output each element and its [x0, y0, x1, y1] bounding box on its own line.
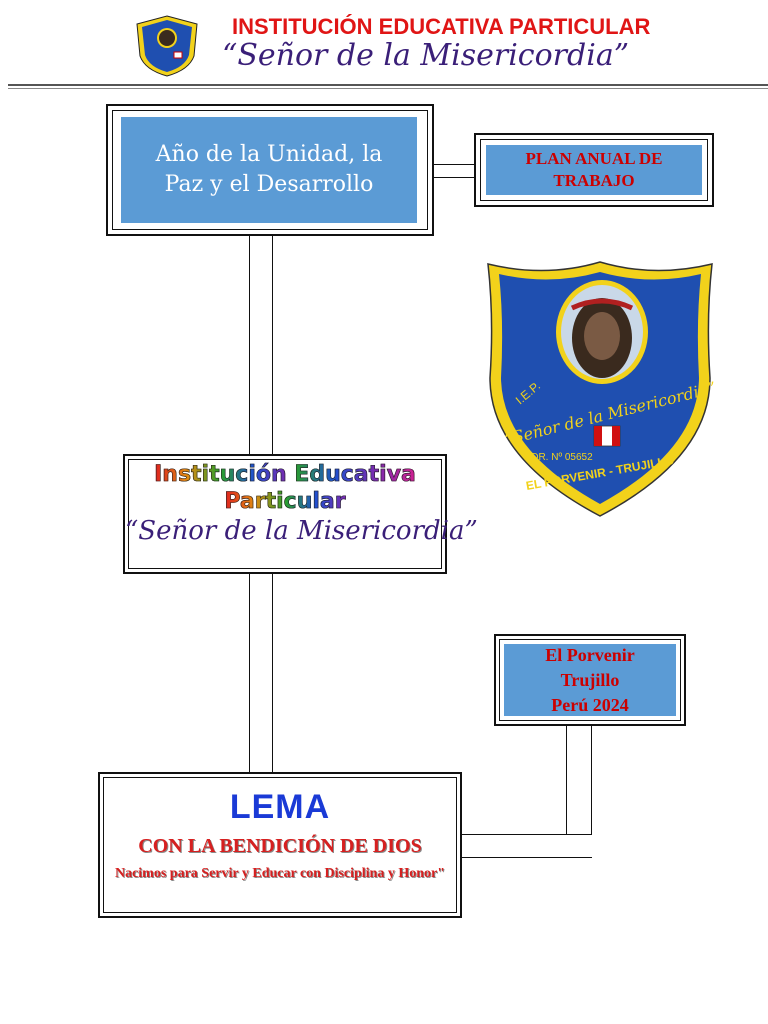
- institution-line1: Institución Educativa: [125, 462, 445, 488]
- school-crest: I.E.P. “Señor de la Misericordia” RDR. N…: [484, 258, 718, 520]
- lema-title: LEMA: [229, 788, 331, 826]
- lema-box: LEMA CON LA BENDICIÓN DE DIOS Nacimos pa…: [98, 772, 462, 918]
- header-subtitle: “Señor de la Misericordia”: [222, 38, 630, 73]
- institution-line3: “Señor de la Misericordia”: [125, 516, 478, 546]
- place-box: El Porvenir Trujillo Perú 2024: [494, 634, 686, 726]
- institution-line2: Particular: [125, 489, 445, 515]
- plan-text-line2: TRABAJO: [553, 171, 635, 190]
- institution-word-3: Particular: [224, 489, 346, 515]
- institution-word-1: Institución: [154, 462, 287, 488]
- plan-box: PLAN ANUAL DE TRABAJO: [474, 133, 714, 207]
- institution-word-2: Educativa: [294, 462, 416, 488]
- lema-line2: Nacimos para Servir y Educar con Discipl…: [114, 866, 446, 881]
- year-text-line1: Año de la Unidad, la: [155, 142, 383, 167]
- horizontal-connector-lema: [461, 834, 592, 858]
- place-text-line1: El Porvenir: [545, 644, 635, 665]
- crest-rdr: RDR. Nº 05652: [524, 452, 593, 463]
- header-divider: [8, 84, 768, 86]
- plan-text-line1: PLAN ANUAL DE: [525, 149, 663, 168]
- place-text-line2: Trujillo: [560, 669, 620, 690]
- lema-line1: CON LA BENDICIÓN DE DIOS: [138, 835, 422, 857]
- header-divider-thin: [8, 88, 768, 89]
- header-logo: [134, 14, 200, 78]
- vertical-connector-place: [566, 726, 592, 846]
- institution-box: Institución Educativa Particular “Señor …: [123, 454, 478, 574]
- horizontal-connector-plan: [434, 164, 474, 178]
- year-box: Año de la Unidad, la Paz y el Desarrollo: [106, 104, 434, 236]
- year-text-line2: Paz y el Desarrollo: [164, 172, 374, 197]
- header-title: INSTITUCIÓN EDUCATIVA PARTICULAR: [232, 14, 651, 39]
- place-text-line3: Perú 2024: [551, 694, 629, 715]
